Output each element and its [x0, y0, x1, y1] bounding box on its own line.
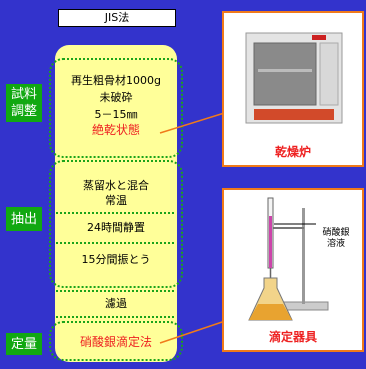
titration-photo-frame: 硝酸銀 溶液 滴定器具	[222, 188, 364, 352]
extract-section-outline	[49, 160, 183, 288]
section-label-extract-text: 抽出	[10, 211, 37, 227]
section-label-prep: 試料 調整	[6, 84, 42, 122]
step-filter: 濾過	[105, 297, 127, 310]
oven-side-panel	[319, 42, 339, 106]
titration-illustration	[248, 197, 329, 321]
reagent-label: 硝酸銀 溶液	[322, 228, 350, 249]
stand-base	[283, 301, 329, 311]
step-size: 5－15㎜	[94, 108, 138, 121]
separator	[56, 242, 174, 244]
separator	[56, 290, 174, 292]
section-label-quant: 定量	[6, 333, 42, 355]
step-rest: 24時間静置	[87, 221, 145, 234]
oven-shelf	[258, 69, 312, 72]
separator	[56, 316, 174, 318]
step-shake: 15分間振とう	[81, 253, 151, 266]
callout-line-oven	[159, 109, 235, 134]
stand-rod	[302, 208, 305, 304]
section-label-quant-text: 定量	[10, 336, 37, 352]
separator	[56, 212, 174, 214]
step-dry: 絶乾状態	[91, 123, 140, 137]
oven-illustration	[245, 32, 343, 124]
quant-section-outline	[49, 321, 183, 361]
step-mix: 蒸留水と混合	[83, 179, 149, 192]
section-label-prep-text: 試料 調整	[10, 87, 37, 119]
oven-door-window	[253, 42, 317, 106]
process-column	[55, 45, 177, 362]
step-titration: 硝酸銀滴定法	[79, 335, 152, 349]
flask-liquid	[249, 304, 292, 320]
oven-caption: 乾燥炉	[274, 145, 311, 159]
oven-top-label	[312, 35, 326, 40]
method-title: JIS法	[58, 9, 176, 27]
oven-photo-frame: 乾燥炉	[222, 11, 364, 167]
callout-line-titration	[159, 317, 235, 344]
titration-caption: 滴定器具	[268, 330, 317, 344]
step-uncrushed: 未破砕	[99, 91, 133, 104]
oven-control-panel	[254, 109, 334, 120]
burette-liquid	[269, 216, 272, 268]
prep-section-outline	[49, 58, 183, 158]
step-material: 再生粗骨材1000g	[71, 74, 161, 87]
step-temp: 常温	[105, 194, 127, 207]
section-label-extract: 抽出	[6, 207, 42, 231]
